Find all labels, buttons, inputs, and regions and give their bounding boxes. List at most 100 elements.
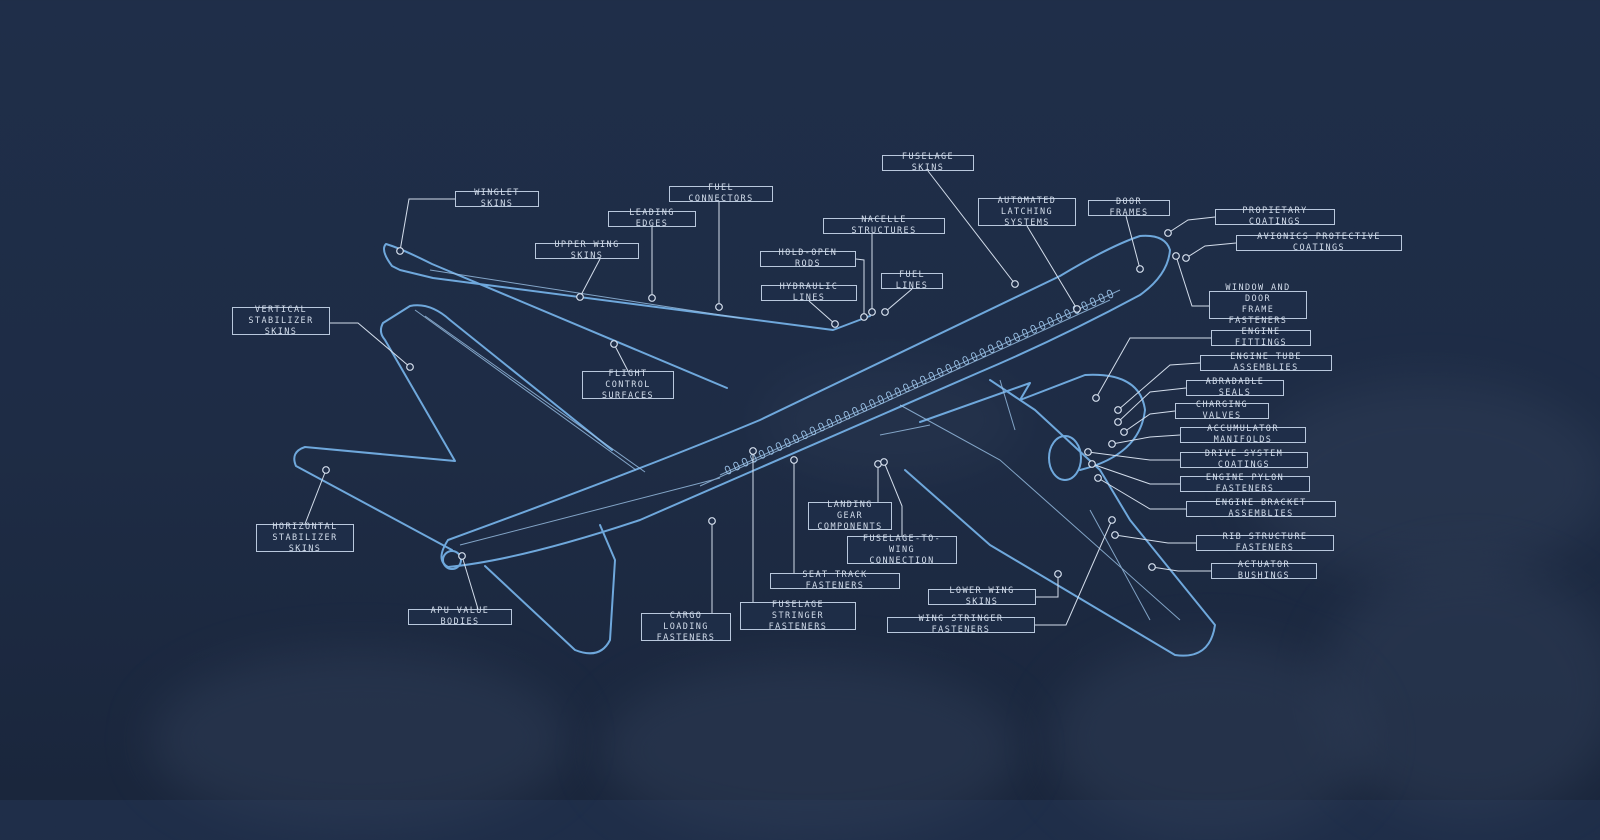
label-horizontal-stabilizer-skins: HORIZONTAL STABILIZER SKINS	[256, 522, 354, 554]
callout-point-vertical-stabilizer-skins	[406, 363, 414, 371]
callout-point-wing-stringer-fasteners	[1108, 516, 1116, 524]
cabin-window	[1030, 324, 1037, 334]
callout-point-fuselage-stringer-fasteners	[749, 447, 757, 455]
cabin-window	[996, 340, 1003, 350]
leader-line-propietary-coatings	[1167, 216, 1216, 234]
cabin-window	[1089, 297, 1097, 307]
callout-point-accumulator-manifolds	[1108, 440, 1116, 448]
label-abradable-seals: ABRADABLE SEALS	[1186, 377, 1284, 398]
cabin-window	[1064, 309, 1071, 318]
cabin-window	[724, 465, 732, 475]
cabin-window	[835, 414, 842, 424]
cabin-window	[962, 356, 969, 365]
label-window-and-door-frame-fasteners: WINDOW AND DOOR FRAME FASTENERS	[1209, 283, 1307, 326]
label-engine-tube-assemblies: ENGINE TUBE ASSEMBLIES	[1200, 352, 1332, 373]
label-fuselage-stringer-fasteners: FUSELAGE STRINGER FASTENERS	[740, 600, 856, 632]
leader-line-fuel-lines	[884, 288, 913, 313]
cabin-window	[953, 360, 961, 369]
label-engine-fittings: ENGINE FITTINGS	[1211, 327, 1311, 348]
cabin-window	[936, 367, 944, 377]
leader-line-lower-wing-skins	[1036, 574, 1059, 598]
wing-root	[919, 373, 1146, 471]
cabin-window	[987, 344, 995, 354]
leader-line-rib-structure-fasteners	[1114, 534, 1196, 544]
callout-point-drive-system-coatings	[1084, 448, 1092, 456]
cabin-window	[1013, 332, 1020, 342]
cabin-window	[758, 450, 766, 459]
callout-point-fuselage-skins	[1011, 280, 1019, 288]
label-charging-valves: CHARGING VALVES	[1175, 400, 1269, 421]
cabin-window	[1081, 301, 1088, 311]
leader-line-hydraulic-lines	[808, 300, 836, 325]
leader-line-fuselage-to-wing-connection	[883, 461, 903, 536]
label-apu-value-bodies: APU VALUE BODIES	[408, 606, 512, 627]
leader-line-window-and-door-frame-fasteners	[1175, 255, 1209, 307]
label-winglet-skins: WINGLET SKINS	[455, 188, 539, 209]
leader-line-engine-bracket-assemblies	[1097, 477, 1186, 510]
label-rib-structure-fasteners: RIB STRUCTURE FASTENERS	[1196, 532, 1334, 553]
leader-line-actuator-bushings	[1151, 566, 1211, 572]
cabin-window	[919, 375, 927, 385]
leader-line-charging-valves	[1123, 410, 1176, 433]
leader-line-fuselage-skins	[927, 170, 1016, 285]
cabin-window	[852, 407, 859, 416]
callout-point-seat-track-fasteners	[790, 456, 798, 464]
leader-line-door-frames	[1125, 215, 1141, 270]
cabin-window	[1021, 328, 1029, 338]
callout-point-automated-latching-systems	[1073, 305, 1081, 313]
callout-point-leading-edges	[648, 294, 656, 302]
label-fuel-lines: FUEL LINES	[881, 270, 943, 291]
callout-point-horizontal-stabilizer-skins	[322, 466, 330, 474]
near-wing	[904, 379, 1216, 657]
callout-point-winglet-skins	[396, 247, 404, 255]
cabin-window	[733, 461, 740, 471]
label-hydraulic-lines: HYDRAULIC LINES	[761, 282, 857, 303]
cabin-window	[801, 430, 808, 440]
label-automated-latching-systems: AUTOMATED LATCHING SYSTEMS	[978, 196, 1076, 228]
leader-line-flight-control-surfaces	[613, 343, 629, 372]
label-seat-track-fasteners: SEAT TRACK FASTENERS	[770, 570, 900, 591]
label-vertical-stabilizer-skins: VERTICAL STABILIZER SKINS	[232, 305, 330, 337]
callout-point-engine-tube-assemblies	[1114, 406, 1122, 414]
label-accumulator-manifolds: ACCUMULATOR MANIFOLDS	[1180, 424, 1306, 445]
vertical-stabilizer	[293, 304, 613, 551]
leader-line-horizontal-stabilizer-skins	[304, 469, 327, 525]
cabin-window	[818, 422, 825, 432]
label-engine-bracket-assemblies: ENGINE BRACKET ASSEMBLIES	[1186, 498, 1336, 519]
leader-line-engine-fittings	[1095, 337, 1211, 399]
callout-point-engine-bracket-assemblies	[1094, 474, 1102, 482]
label-fuselage-skins: FUSELAGE SKINS	[882, 152, 974, 173]
label-actuator-bushings: ACTUATOR BUSHINGS	[1211, 560, 1317, 581]
callout-point-fuel-lines	[881, 308, 889, 316]
label-flight-control-surfaces: FLIGHT CONTROL SURFACES	[582, 369, 674, 401]
label-wing-stringer-fasteners: WING STRINGER FASTENERS	[887, 614, 1035, 635]
label-hold-open-rods: HOLD-OPEN RODS	[760, 248, 856, 269]
label-lower-wing-skins: LOWER WING SKINS	[928, 586, 1036, 607]
leader-line-drive-system-coatings	[1087, 451, 1180, 461]
label-leading-edges: LEADING EDGES	[608, 208, 696, 229]
cloud	[760, 360, 1020, 480]
label-engine-pylon-fasteners: ENGINE PYLON FASTENERS	[1180, 473, 1310, 494]
cabin-window	[970, 352, 978, 361]
label-fuselage-to-wing-connection: FUSELAGE-TO-WING CONNECTION	[847, 534, 957, 566]
label-landing-gear-components: LANDING GEAR COMPONENTS	[808, 500, 892, 532]
leader-line-wing-stringer-fasteners	[1035, 519, 1113, 626]
cabin-window	[741, 457, 749, 467]
cabin-window	[903, 383, 910, 393]
label-door-frames: DOOR FRAMES	[1088, 197, 1170, 218]
cabin-window	[792, 434, 800, 443]
callout-point-abradable-seals	[1114, 418, 1122, 426]
leader-line-abradable-seals	[1117, 387, 1187, 423]
leader-line-apu-value-bodies	[461, 555, 479, 610]
leader-line-engine-tube-assemblies	[1117, 362, 1201, 411]
cabin-window	[1098, 293, 1105, 303]
label-avionics-protective-coatings: AVIONICS PROTECTIVE COATINGS	[1236, 232, 1402, 253]
callout-point-engine-fittings	[1092, 394, 1100, 402]
callout-point-actuator-bushings	[1148, 563, 1156, 571]
leader-line-engine-pylon-fasteners	[1091, 463, 1180, 485]
callout-point-door-frames	[1136, 265, 1144, 273]
callout-point-flight-control-surfaces	[610, 340, 618, 348]
callout-point-cargo-loading-fasteners	[708, 517, 716, 525]
cabin-window	[869, 399, 876, 408]
